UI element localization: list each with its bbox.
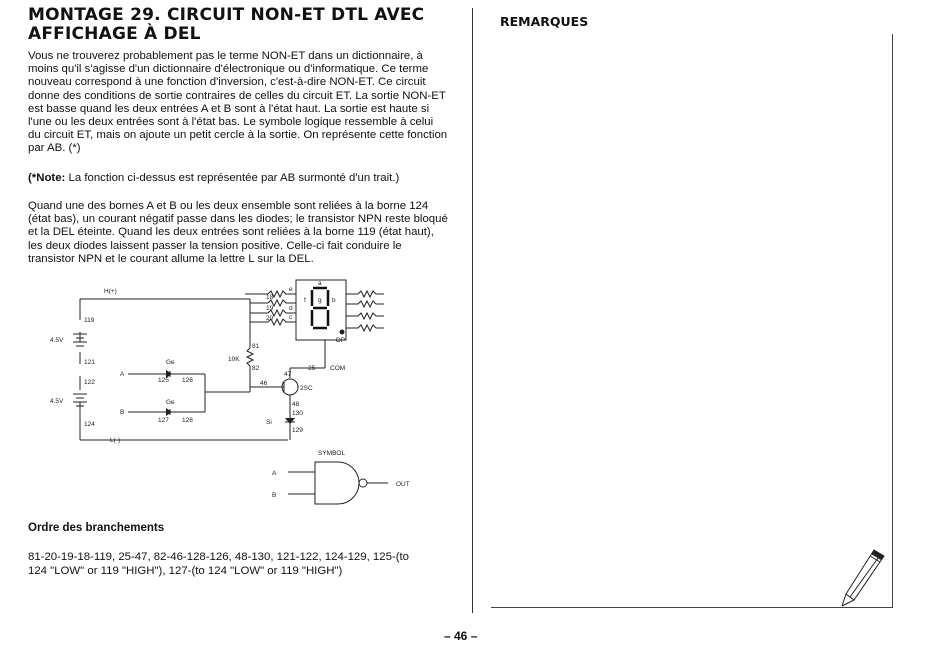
battery-1-label: 4.5V	[50, 337, 64, 344]
dp-label: DP	[336, 337, 345, 344]
terminal-82: 82	[252, 365, 260, 372]
title-line-2: AFFICHAGE À DEL	[28, 24, 201, 44]
segment-e-label: e	[289, 286, 293, 293]
symbol-output: OUT	[396, 481, 410, 488]
h-label: H(+)	[104, 288, 117, 295]
terminal-20: 20	[266, 315, 274, 322]
terminal-121: 121	[84, 359, 95, 366]
terminal-48: 48	[292, 401, 300, 408]
pencil-icon	[841, 549, 885, 607]
intro-paragraph: Vous ne trouverez probablement pas le te…	[28, 50, 448, 155]
com-label: COM	[330, 365, 345, 372]
segment-b-label: b	[332, 297, 336, 304]
terminal-127: 127	[158, 417, 169, 424]
terminal-25: 25	[308, 365, 316, 372]
l-label: L(-)	[110, 437, 120, 444]
segment-g-label: g	[318, 297, 322, 304]
diode-ge-2-label: Ge	[166, 399, 175, 406]
symbol-input-a: A	[272, 470, 277, 477]
terminal-46: 46	[260, 380, 268, 387]
terminal-81: 81	[252, 343, 260, 350]
terminal-19: 19	[266, 305, 274, 312]
segment-d-label: d	[289, 305, 293, 312]
segment-c-label: c	[289, 314, 293, 321]
terminal-119: 119	[84, 317, 95, 324]
terminal-128: 128	[182, 417, 193, 424]
diode-ge-1-label: Ge	[166, 359, 175, 366]
terminal-47: 47	[284, 371, 292, 378]
segment-f-label: f	[304, 297, 306, 304]
battery-2-label: 4.5V	[50, 398, 64, 405]
order-text: 81-20-19-18-119, 25-47, 82-46-128-126, 4…	[28, 551, 410, 577]
circuit-diagram: H(+) L(-) 119 121 122 124 4.5V 4.5V A B …	[50, 279, 410, 505]
terminal-122: 122	[84, 379, 95, 386]
terminal-125: 125	[158, 377, 169, 384]
title-line-1: MONTAGE 29. CIRCUIT NON-ET DTL AVEC	[28, 5, 425, 25]
terminal-129: 129	[292, 427, 303, 434]
note-text: La fonction ci-dessus est représentée pa…	[65, 172, 400, 184]
column-divider	[472, 8, 473, 613]
terminal-130: 130	[292, 410, 303, 417]
segment-a-label: a	[318, 280, 322, 287]
terminal-124: 124	[84, 421, 95, 428]
explanation-paragraph: Quand une des bornes A et B ou les deux …	[28, 200, 448, 265]
remarks-area	[491, 34, 893, 608]
note-label: (*Note:	[28, 172, 66, 184]
diode-si-label: Si	[266, 419, 272, 426]
remarks-title: REMARQUES	[500, 14, 589, 29]
page-title: MONTAGE 29. CIRCUIT NON-ET DTL AVEC AFFI…	[28, 6, 448, 44]
transistor-label: 2SC	[300, 385, 313, 392]
resistor-10k-label: 10K	[228, 356, 240, 363]
input-a-label: A	[120, 371, 125, 378]
terminal-126: 126	[182, 377, 193, 384]
input-b-label: B	[120, 409, 124, 416]
symbol-input-b: B	[272, 492, 276, 499]
note-paragraph: (*Note: La fonction ci-dessus est représ…	[28, 172, 448, 185]
page-number: – 46 –	[444, 629, 478, 643]
order-heading: Ordre des branchements	[28, 522, 165, 534]
symbol-label: SYMBOL	[318, 450, 345, 457]
terminal-18: 18	[266, 294, 274, 301]
